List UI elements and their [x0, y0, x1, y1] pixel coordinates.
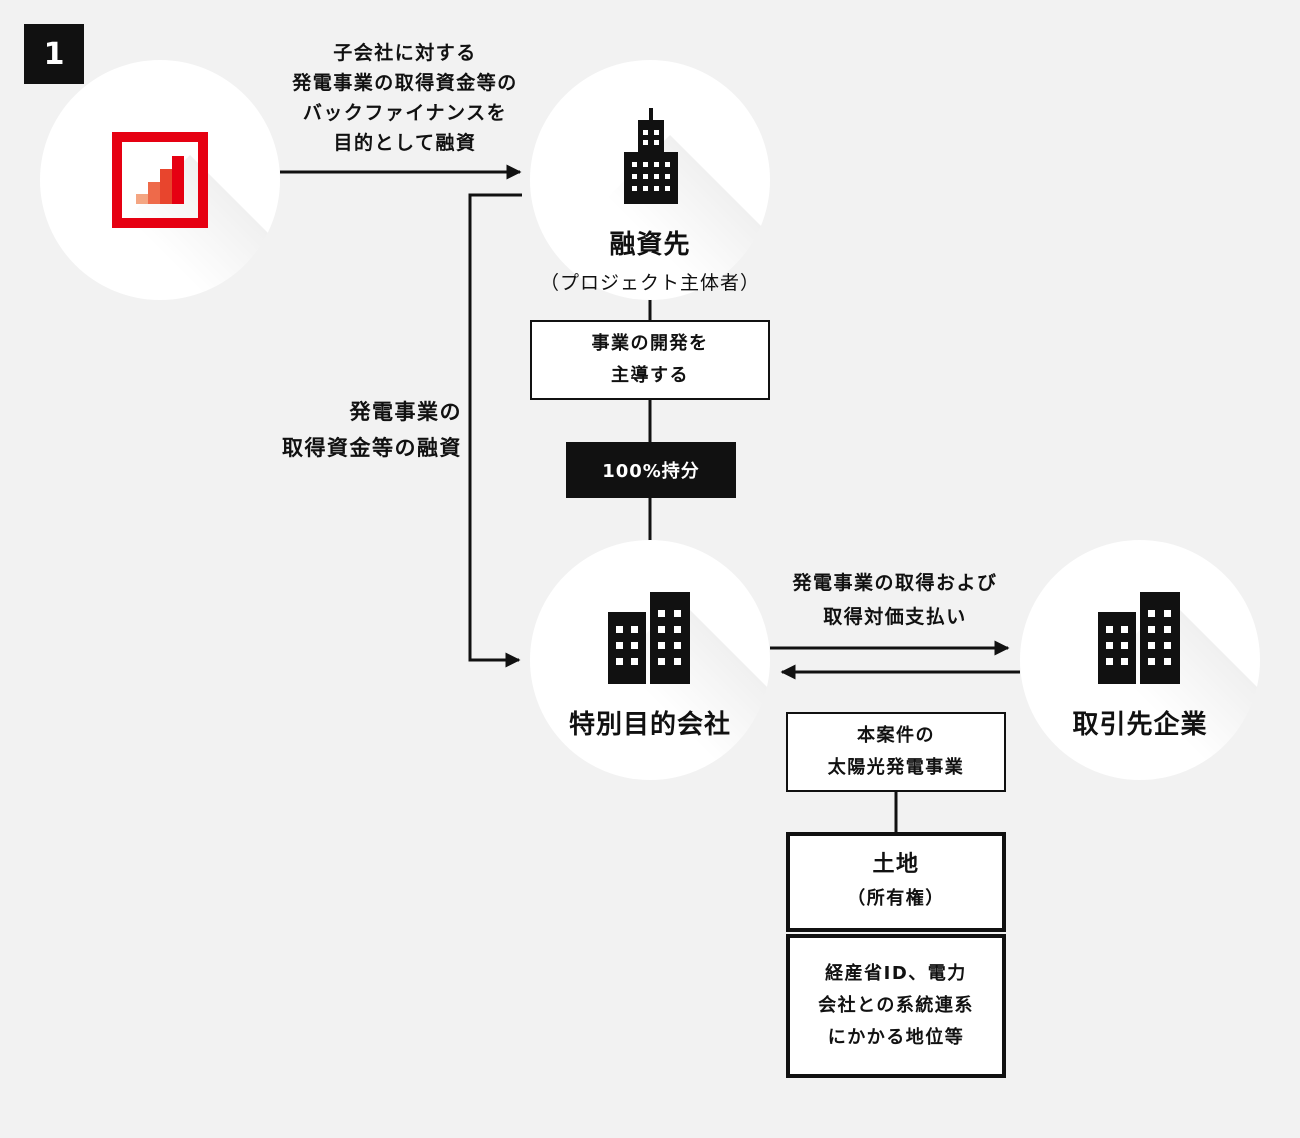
- side-financing-arrow: [468, 193, 522, 668]
- tower-building-icon: [624, 108, 678, 204]
- financing-label: 子会社に対する 発電事業の取得資金等の バックファイナンスを 目的として融資: [292, 42, 518, 154]
- borrower-subtitle: （プロジェクト主体者）: [539, 272, 760, 294]
- borrower-circle: 融資先: [530, 60, 770, 300]
- counterparty-circle: 取引先企業: [1020, 540, 1260, 780]
- trade-label: 発電事業の取得および 取得対価支払い: [792, 572, 998, 628]
- lender-circle: [40, 60, 280, 300]
- side-financing-label: 発電事業の 取得資金等の融資: [282, 400, 462, 460]
- office-buildings-icon: [608, 592, 690, 684]
- land-box: 土地 （所有権）: [786, 832, 1006, 932]
- ownership-box: 100%持分: [566, 442, 736, 498]
- borrower-title: 融資先: [609, 230, 691, 260]
- spc-title: 特別目的会社: [568, 710, 731, 740]
- rights-box: 経産省ID、電力 会社との系統連系 にかかる地位等: [786, 934, 1006, 1078]
- spc-circle: 特別目的会社: [530, 540, 770, 780]
- leads-development-box: 事業の開発を 主導する: [530, 320, 770, 400]
- land-title: 土地: [872, 852, 920, 877]
- counterparty-title: 取引先企業: [1072, 710, 1208, 740]
- step-badge: 1: [24, 24, 84, 84]
- office-buildings-icon: [1098, 592, 1180, 684]
- solar-project-box: 本案件の 太陽光発電事業: [786, 712, 1006, 792]
- lender-logo-icon: [112, 132, 208, 228]
- land-subtitle: （所有権）: [847, 888, 945, 909]
